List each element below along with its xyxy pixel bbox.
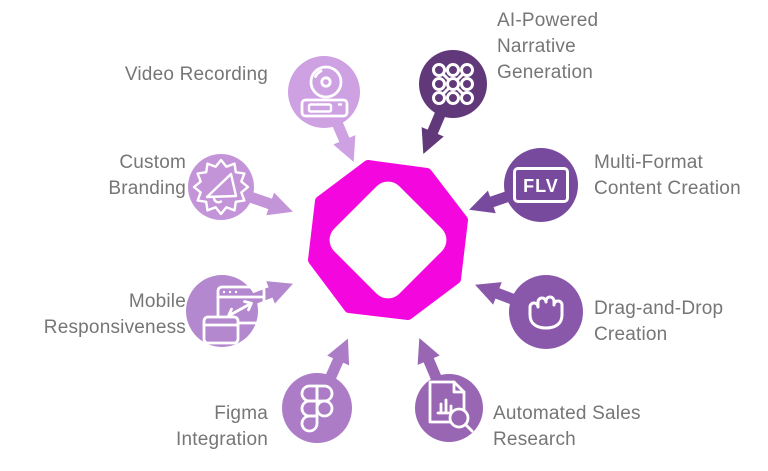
label-mobile-responsiveness: Mobile Responsiveness (43, 291, 186, 338)
logo-diamond (329, 181, 447, 299)
item-automated-sales (415, 374, 483, 442)
item-mobile-responsiveness (186, 275, 266, 347)
item-ai-narrative (419, 50, 487, 118)
label-multi-format: Multi-Format Content Creation (594, 152, 741, 199)
document-search-icon (428, 380, 474, 433)
neural-network-icon (432, 63, 474, 105)
svg-text:FLV: FLV (523, 176, 559, 196)
item-figma-integration (282, 373, 352, 443)
label-automated-sales: Automated Sales Research (493, 403, 641, 450)
label-figma-integration: Figma Integration (176, 403, 268, 450)
grab-hand-icon (528, 295, 564, 330)
item-video-recording (288, 56, 360, 128)
cd-player-icon (300, 65, 349, 118)
item-custom-branding (188, 154, 254, 220)
label-custom-branding: Custom Branding (108, 152, 186, 199)
center-logo (308, 160, 468, 320)
flv-file-icon: FLV (513, 167, 569, 203)
figma-logo-icon (300, 384, 334, 433)
label-video-recording: Video Recording (124, 64, 268, 85)
item-drag-and-drop (509, 275, 583, 349)
label-ai-narrative: AI-Powered Narrative Generation (497, 10, 599, 83)
label-drag-and-drop: Drag-and-Drop Creation (594, 298, 724, 345)
megaphone-badge-icon (192, 158, 250, 216)
item-multi-format: FLV (504, 148, 578, 222)
responsive-window-icon (202, 285, 266, 345)
